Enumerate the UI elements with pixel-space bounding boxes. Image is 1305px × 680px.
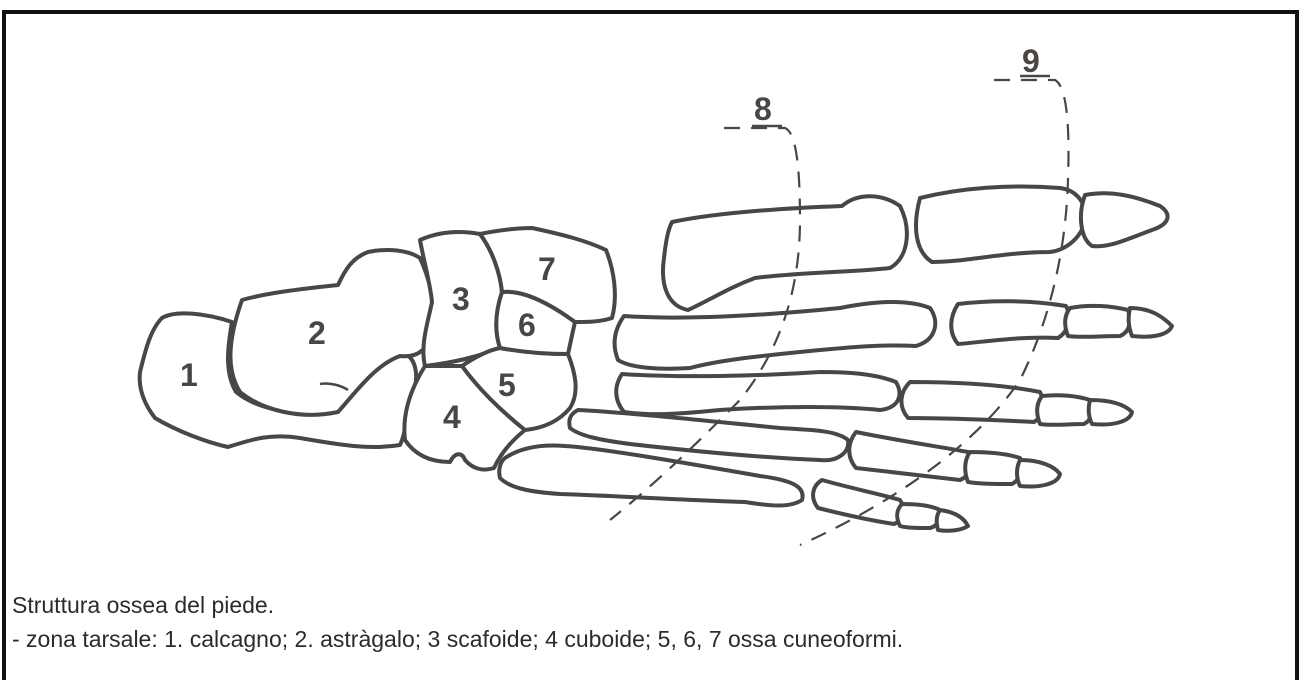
hallux-distal-phalanx (1081, 193, 1168, 246)
toe-2-proximal-phalanx (951, 301, 1069, 344)
label-1: 1 (180, 357, 198, 393)
toe-3-distal-phalanx (1089, 400, 1132, 425)
toe-4-proximal-phalanx (849, 432, 971, 480)
toe-2-middle-phalanx (1065, 306, 1130, 337)
hallux-proximal-phalanx (916, 186, 1086, 262)
toe-2-distal-phalanx (1129, 308, 1172, 337)
metatarsal-2-bone (615, 302, 936, 369)
label-7: 7 (538, 251, 556, 287)
toe-5-distal-phalanx (937, 510, 968, 531)
label-6: 6 (518, 307, 536, 343)
toe-5-middle-phalanx (897, 504, 940, 528)
toe-4-middle-phalanx (965, 452, 1021, 484)
metatarsal-1-bone (663, 196, 907, 310)
label-5: 5 (498, 367, 516, 403)
metatarsal-3-bone (616, 372, 899, 414)
toe-3-middle-phalanx (1037, 395, 1092, 425)
label-3: 3 (452, 281, 470, 317)
caption-legend: - zona tarsale: 1. calcagno; 2. astràgal… (12, 626, 903, 653)
toe-5-proximal-phalanx (813, 480, 903, 524)
label-4: 4 (443, 399, 461, 435)
caption-title: Struttura ossea del piede. (12, 592, 274, 619)
toe-4-distal-phalanx (1017, 460, 1060, 487)
label-2: 2 (308, 315, 326, 351)
label-8: 8 (754, 91, 772, 127)
toe-3-proximal-phalanx (901, 382, 1043, 422)
label-9: 9 (1022, 43, 1040, 79)
